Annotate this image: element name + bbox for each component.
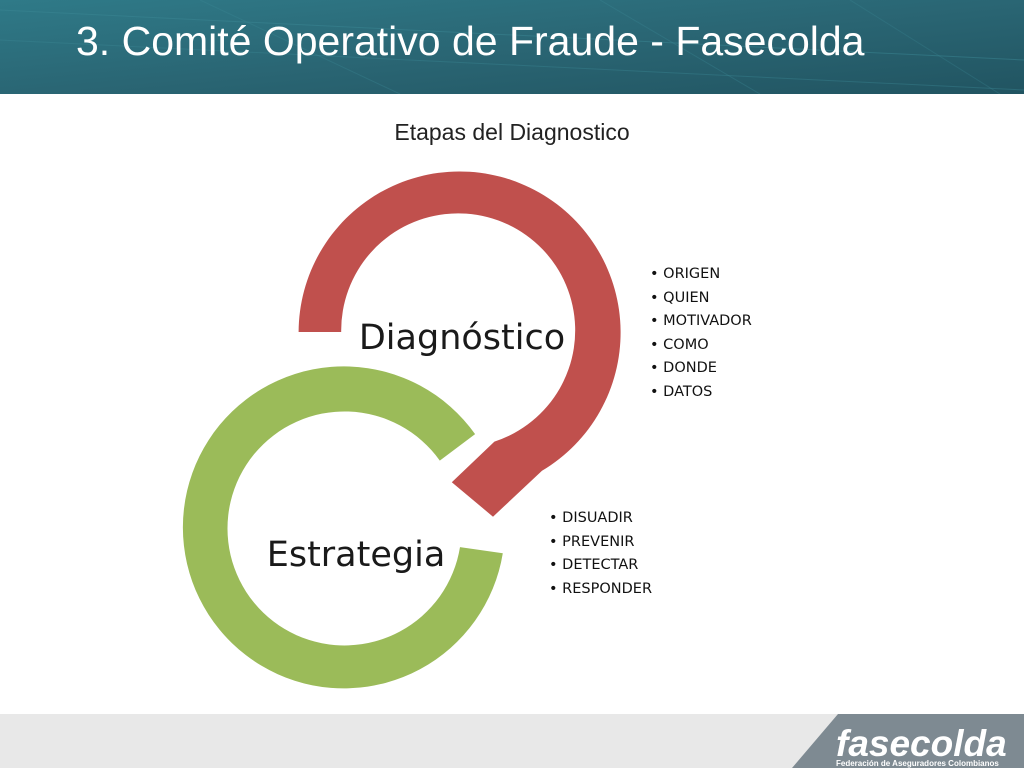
header-texture (0, 0, 1024, 94)
diagnostico-arrow (298, 171, 621, 517)
title-bar: 3. Comité Operativo de Fraude - Fasecold… (0, 0, 1024, 94)
list-item: DETECTAR (549, 554, 652, 578)
logo-band (792, 714, 1024, 768)
list-item: QUIEN (650, 287, 752, 311)
list-item: ORIGEN (650, 263, 752, 287)
slide-subtitle: Etapas del Diagnostico (394, 119, 630, 145)
list-item: MOTIVADOR (650, 310, 752, 334)
estrategia-list: DISUADIR PREVENIR DETECTAR RESPONDER (549, 507, 652, 601)
logo-wordmark: fasecolda (836, 723, 1007, 764)
diagnostico-label: Diagnóstico (359, 318, 565, 358)
list-item: COMO (650, 334, 752, 358)
diagnostico-list: ORIGEN QUIEN MOTIVADOR COMO DONDE DATOS (650, 263, 752, 405)
list-item: DATOS (650, 381, 752, 405)
list-item: DONDE (650, 357, 752, 381)
estrategia-label: Estrategia (267, 535, 446, 575)
slide-title: 3. Comité Operativo de Fraude - Fasecold… (76, 18, 865, 64)
list-item: DISUADIR (549, 507, 652, 531)
list-item: RESPONDER (549, 578, 652, 602)
list-item: PREVENIR (549, 531, 652, 555)
logo-tagline: Federación de Aseguradores Colombianos (836, 759, 999, 768)
